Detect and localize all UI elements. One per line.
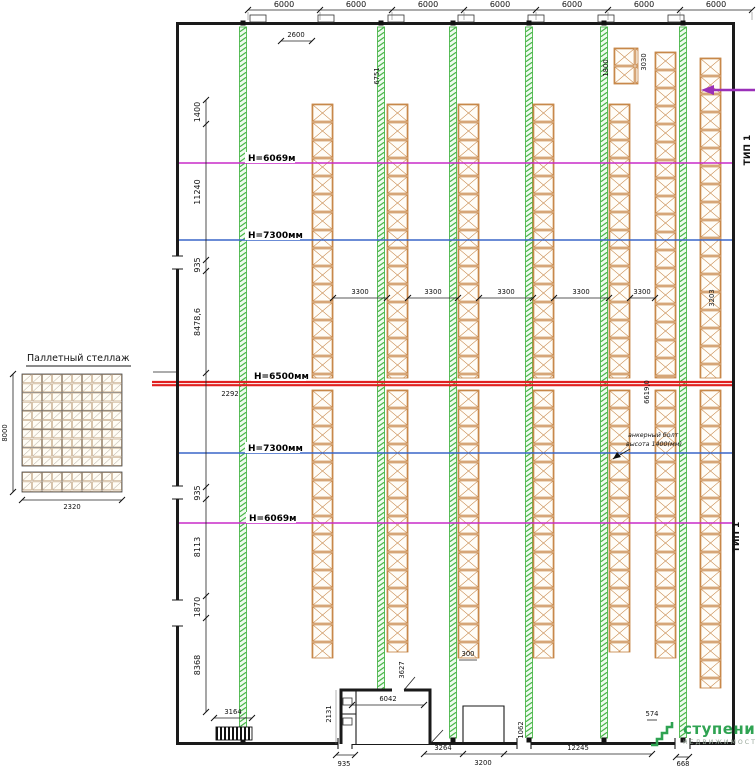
dim-label: 12245: [567, 744, 589, 752]
level-label-red: Н=6500мм: [254, 372, 309, 382]
dim-label: 6751: [373, 67, 381, 84]
dim-label: 1062: [517, 721, 525, 738]
anchor-bolt-note: анкерный болт: [628, 431, 679, 439]
dim-label: 2320: [63, 503, 80, 511]
dim-label: 6042: [379, 695, 396, 703]
agency-name: ступени: [683, 720, 756, 738]
dim-label: 6619,0: [643, 380, 651, 404]
dim-label: 6000: [490, 0, 510, 9]
top-wall-openings: [249, 14, 685, 23]
dim-label: 3264: [434, 744, 451, 752]
type-label-top: ТИП 1: [743, 135, 753, 166]
corridor-walls: [462, 705, 505, 744]
dim-label: 3300: [633, 288, 650, 296]
dim-label: 6000: [562, 0, 582, 9]
dim-label: 1870: [193, 597, 202, 617]
type-label-mid: ТИП 1: [732, 522, 742, 553]
dim-label: 1400: [193, 102, 202, 122]
dim-label: 935: [193, 485, 202, 500]
dim-label: 2600: [287, 31, 304, 39]
aisle-dimension-row: 3300 3300 3300 3300 3300 3203: [329, 288, 716, 307]
stair-room: [215, 676, 505, 745]
dim-label: 3300: [424, 288, 441, 296]
stairs-logo-icon: [651, 722, 674, 747]
dim-label: 6000: [634, 0, 654, 9]
dim-label: 6000: [706, 0, 726, 9]
right-annotations: 6619,0 анкерный болт высота 1400(мм) ТИП…: [612, 85, 755, 553]
stairs-symbol: [215, 726, 253, 741]
warehouse-walls: [172, 14, 735, 749]
level-label-blue-bottom: Н=7300мм: [248, 444, 303, 454]
dim-label: 8000: [1, 424, 9, 441]
agency-subtitle: НЕДВИЖИМОСТИ: [683, 739, 756, 746]
level-label-blue-top: Н=7300мм: [248, 231, 303, 241]
pallet-rack-detail: Паллетный стеллаж 8000 2320: [1, 353, 131, 511]
level-label-magenta-top: Н=6069м: [248, 154, 295, 164]
agency-logo-text: ступени НЕДВИЖИМОСТИ: [683, 720, 756, 747]
dim-label: 8113: [193, 537, 202, 557]
dim-label: 6000: [346, 0, 366, 9]
small-top-rack: [613, 47, 639, 85]
dim-label: 574: [646, 710, 659, 718]
dim-label: 3300: [572, 288, 589, 296]
rack-rows: [311, 47, 722, 689]
agency-logo: ступени НЕДВИЖИМОСТИ: [648, 719, 756, 749]
dim-label: 935: [338, 760, 351, 768]
dim-label: 8368: [193, 655, 202, 675]
dim-label: 2131: [325, 705, 333, 722]
dim-label: 3164: [224, 708, 241, 716]
dim-label: 11240: [193, 179, 202, 204]
dim-label: 2292: [221, 390, 238, 398]
dim-label: 3300: [351, 288, 368, 296]
anchor-bolt-note: высота 1400(мм): [626, 441, 682, 448]
dim-label: 668: [677, 760, 690, 768]
dim-label: 300: [462, 650, 475, 658]
dim-label: 3030: [640, 53, 648, 70]
level-labels: Н=6069м Н=7300мм Н=6500мм Н=7300мм Н=606…: [245, 152, 309, 524]
dim-label: 3627: [398, 661, 406, 678]
door-swing: [429, 729, 444, 745]
dim-label: 6000: [418, 0, 438, 9]
dim-label: 3203: [708, 289, 716, 306]
room-outline: [339, 688, 432, 744]
dim-label: 1800: [602, 59, 610, 76]
detail-title: Паллетный стеллаж: [27, 353, 130, 364]
bottom-dimension-chain: 2131 6042 935 3264 3200 12245 1062 574 6…: [325, 650, 693, 768]
top-dimension-chain: 6000 6000 6000 6000 6000 6000 6000 2600 …: [244, 0, 756, 85]
dim-ticks: [244, 6, 756, 14]
dim-label: 935: [193, 257, 202, 272]
dim-label: 8478,6: [193, 308, 202, 336]
left-dimension-chain: 1400 11240 935 8478,6 935 8113 1870 8368…: [193, 96, 256, 722]
dim-label: 3300: [497, 288, 514, 296]
dim-label: 3200: [474, 759, 491, 767]
level-label-magenta-bottom: Н=6069м: [249, 514, 296, 524]
dim-label: 6000: [274, 0, 294, 9]
